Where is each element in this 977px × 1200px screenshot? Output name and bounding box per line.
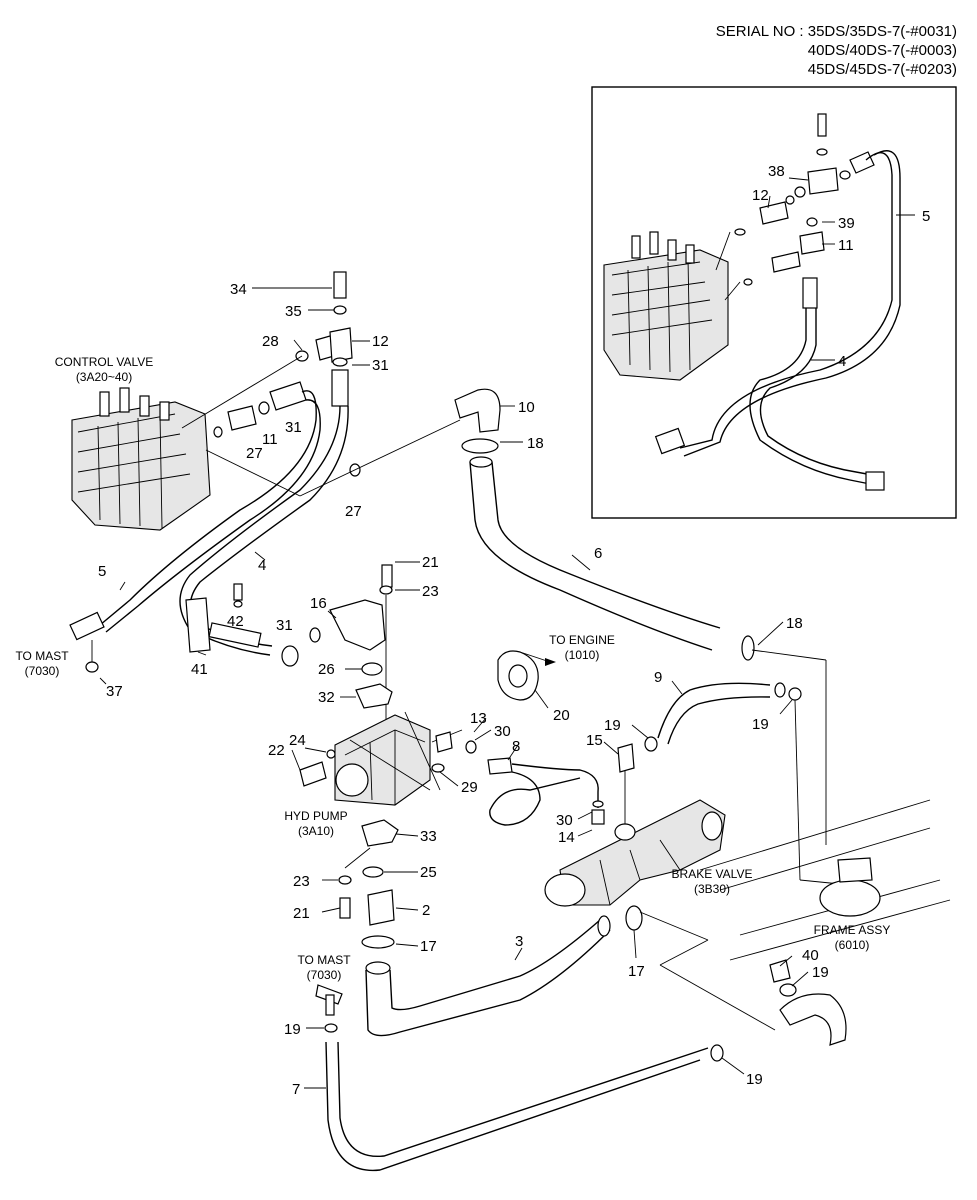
part-19-b: 19 <box>752 716 769 733</box>
part-17-a: 17 <box>420 938 437 955</box>
to-mast-bottom-label: TO MAST <box>297 953 351 967</box>
inset-part-39: 39 <box>838 215 855 232</box>
brake-supply-line <box>431 729 605 826</box>
part-19-e: 19 <box>746 1071 763 1088</box>
part-41: 41 <box>191 661 208 678</box>
inset-part-4: 4 <box>838 353 846 370</box>
part-25: 25 <box>420 864 437 881</box>
part-30-a: 30 <box>494 723 511 740</box>
part-30-b: 30 <box>556 812 573 829</box>
part-29: 29 <box>461 779 478 796</box>
hose-3 <box>365 905 776 1037</box>
serial-line-1: SERIAL NO : 35DS/35DS-7(-#0031) <box>715 23 957 40</box>
serial-number-block: SERIAL NO : 35DS/35DS-7(-#0031) 40DS/40D… <box>716 22 957 79</box>
part-number-labels: 34 35 28 12 31 31 11 27 27 10 18 21 23 5… <box>98 163 930 1098</box>
hydraulic-pump <box>299 564 441 949</box>
part-15: 15 <box>586 732 603 749</box>
serial-line-3: 45DS/45DS-7(-#0203) <box>807 61 957 78</box>
inset-control-valve <box>603 231 729 381</box>
component-labels: CONTROL VALVE (3A20~40) TO MAST (7030) T… <box>15 355 890 982</box>
part-11: 11 <box>262 431 278 448</box>
inset-part-12: 12 <box>752 187 769 204</box>
hyd-pump-code: (3A10) <box>298 824 334 838</box>
part-27-b: 27 <box>345 503 362 520</box>
leader-lines-top <box>181 339 461 497</box>
part-6: 6 <box>594 545 602 562</box>
part-14: 14 <box>558 829 575 846</box>
inset-part-11: 11 <box>838 237 854 254</box>
to-engine-label: TO ENGINE <box>549 633 615 647</box>
hose-7 <box>315 984 724 1172</box>
inset-part-38: 38 <box>768 163 785 180</box>
part-34: 34 <box>230 281 247 298</box>
inset-part-5: 5 <box>922 208 930 225</box>
part-19-d: 19 <box>284 1021 301 1038</box>
part-41-42 <box>85 583 243 673</box>
part-18-b: 18 <box>786 615 803 632</box>
part-31-c: 31 <box>276 617 293 634</box>
hyd-pump-label: HYD PUMP <box>284 809 347 823</box>
part-23-a: 23 <box>422 583 439 600</box>
to-engine-code: (1010) <box>565 648 600 662</box>
inset-frame <box>591 86 957 519</box>
part-21-a: 21 <box>422 554 439 571</box>
part-10: 10 <box>518 399 535 416</box>
elbow-and-hose-6 <box>454 388 827 845</box>
part-16: 16 <box>310 595 327 612</box>
part-19-a: 19 <box>604 717 621 734</box>
part-17-b: 17 <box>628 963 645 980</box>
part-18-a: 18 <box>527 435 544 452</box>
part-7: 7 <box>292 1081 300 1098</box>
part-4: 4 <box>258 557 266 574</box>
part-24: 24 <box>289 732 306 749</box>
frame-assy-code: (6010) <box>835 938 870 952</box>
part-42: 42 <box>227 613 244 630</box>
to-mast-left-label: TO MAST <box>15 649 69 663</box>
brake-valve-label: BRAKE VALVE <box>672 867 753 881</box>
brake-valve <box>544 736 726 907</box>
part-26: 26 <box>318 661 335 678</box>
frame-assembly <box>699 799 951 1046</box>
control-valve-fittings <box>213 271 361 477</box>
inset-hoses <box>654 150 901 491</box>
control-valve-label: CONTROL VALVE <box>55 355 153 369</box>
part-21-b: 21 <box>293 905 310 922</box>
part-23-b: 23 <box>293 873 310 890</box>
part-28: 28 <box>262 333 279 350</box>
part-19-c: 19 <box>812 964 829 981</box>
part-22: 22 <box>268 742 285 759</box>
part-20: 20 <box>553 707 570 724</box>
part-3: 3 <box>515 933 523 950</box>
part-12: 12 <box>372 333 389 350</box>
gasket-plate <box>497 650 556 709</box>
hose-9 <box>657 682 851 886</box>
part-8: 8 <box>512 738 520 755</box>
part-5: 5 <box>98 563 106 580</box>
hose-4-and-5 <box>69 390 349 667</box>
part-35: 35 <box>285 303 302 320</box>
part-13: 13 <box>470 710 487 727</box>
brake-valve-code: (3B30) <box>694 882 730 896</box>
part-37: 37 <box>106 683 123 700</box>
to-mast-left-code: (7030) <box>25 664 60 678</box>
inset-fittings <box>734 113 875 309</box>
part-9: 9 <box>654 669 662 686</box>
inset-leaders <box>767 177 915 361</box>
part-number-leaders <box>99 287 809 1089</box>
part-40: 40 <box>802 947 819 964</box>
part-32: 32 <box>318 689 335 706</box>
to-mast-bottom-code: (7030) <box>307 968 342 982</box>
control-valve <box>71 387 211 531</box>
serial-line-2: 40DS/40DS-7(-#0003) <box>807 42 957 59</box>
control-valve-code: (3A20~40) <box>76 370 132 384</box>
part-33: 33 <box>420 828 437 845</box>
part-2: 2 <box>422 902 430 919</box>
part-31-a: 31 <box>372 357 389 374</box>
part-31-b: 31 <box>285 419 302 436</box>
frame-assy-label: FRAME ASSY <box>814 923 891 937</box>
part-27-a: 27 <box>246 445 263 462</box>
